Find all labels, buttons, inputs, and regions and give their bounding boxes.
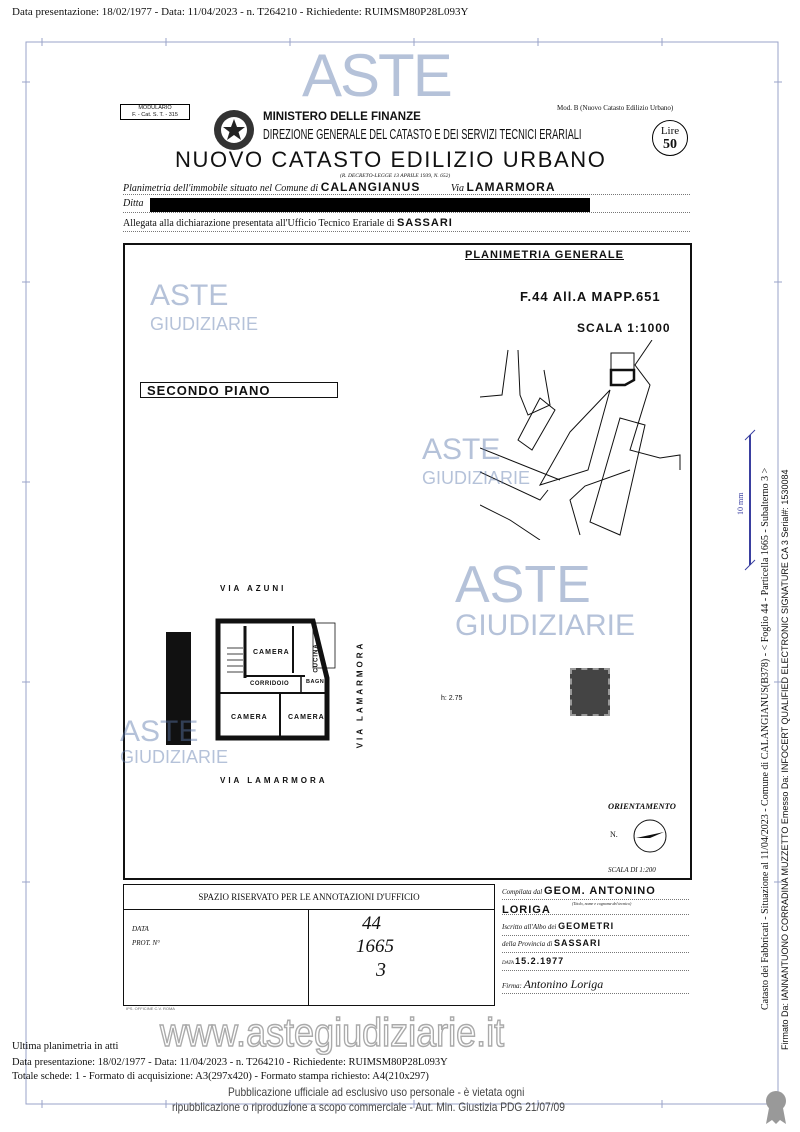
compass-icon bbox=[633, 819, 667, 853]
annotation-prot-label: PROT. N° bbox=[132, 939, 160, 947]
floor-plan bbox=[215, 618, 336, 741]
stamp-value: 50 bbox=[663, 137, 677, 152]
republic-emblem-icon bbox=[214, 110, 254, 150]
watermark-logo-top: ASTE bbox=[302, 46, 453, 106]
compiler-date-row: DATA 15.2.1977 bbox=[502, 956, 689, 971]
provincia-value: SASSARI bbox=[554, 938, 602, 948]
ministry-name: MINISTERO DELLE FINANZE bbox=[263, 111, 421, 123]
watermark-brand-sub: GIUDIZIARIE bbox=[120, 747, 229, 767]
modulario-label: MODULARIO bbox=[138, 105, 172, 111]
subalterno-value: 3 bbox=[376, 959, 386, 981]
signature-value: Antonino Loriga bbox=[523, 977, 604, 991]
room-camera-3: CAMERA bbox=[288, 714, 325, 721]
drawing-scale: SCALA DI 1:200 bbox=[608, 866, 656, 874]
watermark-brand: ASTE bbox=[422, 433, 501, 466]
foglio-value: 44 bbox=[362, 913, 381, 934]
watermark-brand: ASTE bbox=[120, 715, 199, 748]
annotations-divider bbox=[308, 909, 309, 1005]
provincia-row: della Provincia di SASSARI bbox=[502, 938, 689, 953]
provincia-label: della Provincia di bbox=[502, 940, 553, 948]
modulario-code: F. - Cat. S. T. - 315 bbox=[132, 112, 178, 118]
last-plan-note: Ultima planimetria in atti bbox=[12, 1041, 119, 1052]
allegata-row: Allegata alla dichiarazione presentata a… bbox=[123, 217, 690, 232]
room-bagno: BAGNO bbox=[306, 679, 329, 685]
allegata-value: SASSARI bbox=[396, 217, 453, 229]
drawing-area bbox=[123, 243, 692, 880]
general-scale: SCALA 1:1000 bbox=[577, 321, 671, 335]
room-corridoio: CORRIDOIO bbox=[250, 681, 290, 687]
watermark-url: www.astegiudiziarie.it bbox=[159, 1011, 505, 1055]
footer-line-1: Data presentazione: 18/02/1977 - Data: 1… bbox=[12, 1057, 448, 1068]
comune-row: Planimetria dell'immobile situato nel Co… bbox=[123, 180, 690, 195]
watermark-brand-sub: GIUDIZIARIE bbox=[150, 314, 259, 334]
watermark-brand-sub: GIUDIZIARIE bbox=[455, 609, 636, 642]
room-cucina: CUCINA bbox=[313, 643, 320, 673]
via-value: LAMARMORA bbox=[466, 180, 556, 194]
floor-label: SECONDO PIANO bbox=[140, 382, 338, 398]
street-right: VIA LAMARMORA bbox=[355, 640, 365, 749]
room-camera-2: CAMERA bbox=[231, 714, 268, 721]
signature-row: Firma: Antonino Loriga bbox=[502, 977, 689, 994]
watermark-brand: ASTE bbox=[150, 279, 229, 312]
redacted-owner bbox=[150, 198, 590, 212]
signature-label: Firma: bbox=[502, 982, 522, 990]
compiler-name-1: GEOM. ANTONINO bbox=[544, 885, 656, 897]
modulario-box: MODULARIO F. - Cat. S. T. - 315 bbox=[120, 104, 190, 120]
top-header: Data presentazione: 18/02/1977 - Data: 1… bbox=[12, 6, 469, 18]
allegata-label: Allegata alla dichiarazione presentata a… bbox=[123, 218, 395, 229]
stamp-lire: Lire bbox=[660, 125, 680, 137]
compiler-name-2: LORIGA bbox=[502, 904, 551, 916]
albo-value: GEOMETRI bbox=[558, 921, 615, 931]
printer-label: IPS. OFFICINE C.V. ROMA bbox=[126, 1006, 175, 1011]
direction-name: DIREZIONE GENERALE DEL CATASTO E DEI SER… bbox=[263, 127, 582, 143]
footer-line-2: Totale schede: 1 - Formato di acquisizio… bbox=[12, 1071, 429, 1082]
albo-row: Iscritto all'Albo dei GEOMETRI bbox=[502, 921, 689, 936]
model-label: Mod. B (Nuovo Catasto Edilizio Urbano) bbox=[557, 104, 674, 112]
ditta-row: Ditta bbox=[123, 198, 690, 213]
room-camera-1: CAMERA bbox=[253, 649, 290, 656]
compilata-label: Compilata dal bbox=[502, 888, 543, 896]
site-map bbox=[480, 340, 681, 540]
via-label: Via bbox=[450, 183, 465, 194]
room-height: h: 2.75 bbox=[441, 695, 463, 702]
annotations-box: SPAZIO RISERVATO PER LE ANNOTAZIONI D'UF… bbox=[123, 884, 495, 1006]
north-label: N. bbox=[610, 830, 618, 839]
side-cadastre-info: Catasto dei Fabbricati - Situazione al 1… bbox=[760, 467, 771, 1010]
form-title: NUOVO CATASTO EDILIZIO URBANO bbox=[175, 147, 607, 172]
compiler-hint: (Titolo, nome e cognome del tecnico) bbox=[572, 901, 632, 906]
comune-value: CALANGIANUS bbox=[320, 180, 421, 194]
albo-label: Iscritto all'Albo dei bbox=[502, 923, 557, 931]
annotation-data-label: DATA bbox=[132, 925, 149, 933]
general-plan-title: PLANIMETRIA GENERALE bbox=[465, 249, 624, 261]
publication-notice-2: ripubblicazione o riproduzione a scopo c… bbox=[172, 1100, 565, 1114]
compiler-date-label: DATA bbox=[502, 961, 514, 966]
watermark-brand-sub: GIUDIZIARIE bbox=[422, 468, 531, 488]
sheet-reference: F.44 All.A MAPP.651 bbox=[520, 289, 661, 304]
comune-label: Planimetria dell'immobile situato nel Co… bbox=[123, 183, 319, 194]
particella-value: 1665 bbox=[356, 936, 394, 957]
orientation-label: ORIENTAMENTO bbox=[608, 801, 676, 811]
side-signature-info: Firmato Da: IANNANTUONO CORRADINA MUZZET… bbox=[780, 469, 790, 1050]
watermark-brand: ASTE bbox=[455, 556, 591, 614]
revenue-stamp-image bbox=[570, 668, 610, 716]
revenue-stamp-circle: Lire 50 bbox=[652, 120, 688, 156]
redacted-block bbox=[166, 632, 191, 745]
decree-ref: (R. DECRETO-LEGGE 13 APRILE 1939, N. 652… bbox=[340, 173, 451, 179]
street-bottom: VIA LAMARMORA bbox=[220, 776, 328, 785]
publication-notice-1: Pubblicazione ufficiale ad esclusivo uso… bbox=[228, 1085, 525, 1099]
certificate-seal-icon bbox=[766, 1091, 786, 1124]
annotations-title: SPAZIO RISERVATO PER LE ANNOTAZIONI D'UF… bbox=[124, 885, 494, 910]
watermark-brand: ASTE bbox=[302, 42, 453, 109]
compilata-row: Compilata dal GEOM. ANTONINO bbox=[502, 885, 689, 900]
compiler-name-row: LORIGA bbox=[502, 900, 689, 916]
ditta-label: Ditta bbox=[123, 198, 144, 209]
street-top: VIA AZUNI bbox=[220, 584, 287, 593]
ruler-label: 10 mm bbox=[736, 492, 745, 515]
compiler-date-value: 15.2.1977 bbox=[515, 956, 565, 966]
